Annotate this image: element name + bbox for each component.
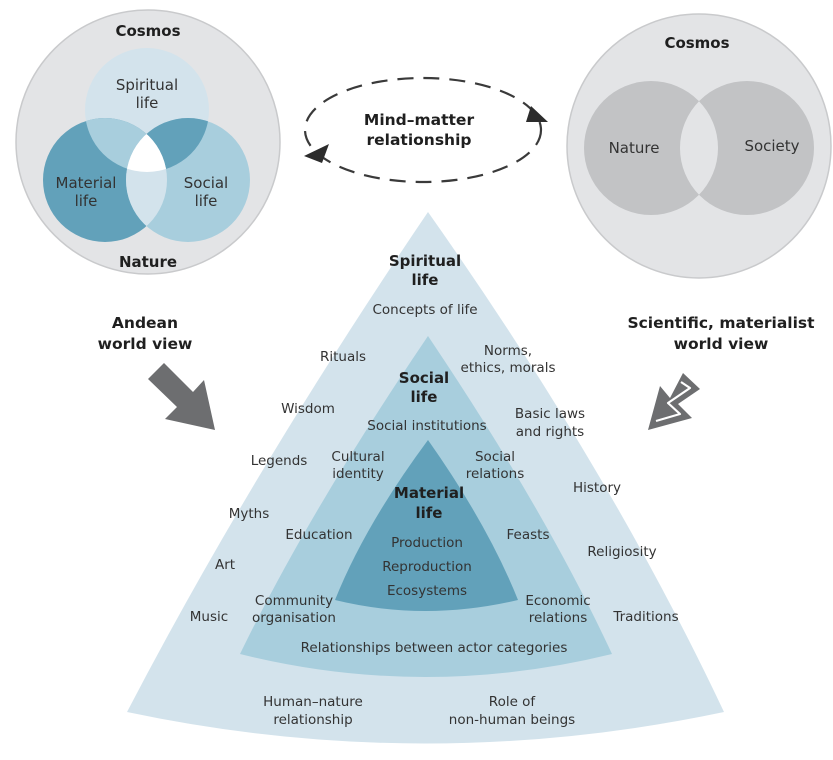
ecosystems-label: Ecosystems <box>387 583 467 599</box>
role-nonhuman-label-2: non-human beings <box>449 712 575 728</box>
legends-label: Legends <box>251 453 308 469</box>
mind-matter-dashed-ellipse <box>303 76 543 184</box>
scientific-cosmos-label: Cosmos <box>664 34 729 52</box>
feasts-label: Feasts <box>507 527 550 543</box>
scientific-society-circle <box>680 81 814 215</box>
reproduction-label: Reproduction <box>382 559 472 575</box>
right-arrowhead-icon <box>526 106 548 122</box>
andean-arrow-icon <box>148 363 215 430</box>
andean-nature-label: Nature <box>119 253 177 271</box>
andean-social-label-1: Social <box>184 174 228 192</box>
lightning-arrow-icon <box>648 373 700 430</box>
social-zone-title-1: Social <box>399 369 449 387</box>
scientific-nature-circle <box>584 81 718 215</box>
community-label-2: organisation <box>252 610 336 626</box>
history-label: History <box>573 480 621 496</box>
scientific-worldview-label-2: world view <box>674 335 769 353</box>
myths-label: Myths <box>229 506 270 522</box>
spiritual-zone-title-1: Spiritual <box>389 252 461 270</box>
material-zone-title-2: life <box>416 504 443 522</box>
scientific-nature-label: Nature <box>609 139 660 157</box>
left-arrowhead-icon <box>304 144 329 163</box>
andean-social-label-2: life <box>195 192 218 210</box>
material-life-zone <box>335 440 518 611</box>
mind-matter-cycle: Mind–matter relationship <box>303 76 548 184</box>
andean-spiritual-label-1: Spiritual <box>116 76 178 94</box>
rituals-label: Rituals <box>320 349 366 365</box>
social-relations-label-1: Social <box>475 449 515 465</box>
andean-material-label-1: Material <box>56 174 117 192</box>
economic-label-2: relations <box>529 610 587 626</box>
mind-matter-label-1: Mind–matter <box>364 111 475 129</box>
andean-material-label-2: life <box>75 192 98 210</box>
concepts-of-life-label: Concepts of life <box>372 302 477 318</box>
production-label: Production <box>391 535 463 551</box>
wisdom-label: Wisdom <box>281 401 335 417</box>
scientific-worldview-label-1: Scientific, materialist <box>627 314 815 332</box>
relationships-label: Relationships between actor categories <box>301 640 568 656</box>
mind-matter-label-2: relationship <box>366 131 471 149</box>
basic-laws-label-2: and rights <box>516 424 584 440</box>
economic-label-1: Economic <box>525 593 590 609</box>
andean-spiritual-label-2: life <box>136 94 159 112</box>
andean-worldview-label-1: Andean <box>112 314 178 332</box>
music-label: Music <box>190 609 228 625</box>
traditions-label: Traditions <box>612 609 678 625</box>
norms-label-1: Norms, <box>484 343 532 359</box>
community-label-1: Community <box>255 593 333 609</box>
art-label: Art <box>215 557 235 573</box>
cultural-identity-label-2: identity <box>332 466 384 482</box>
basic-laws-label-1: Basic laws <box>515 406 585 422</box>
andean-cosmos-label: Cosmos <box>115 22 180 40</box>
reuleaux-diagram: Spiritual life Concepts of life Rituals … <box>127 212 724 744</box>
social-institutions-label: Social institutions <box>367 418 486 434</box>
social-zone-title-2: life <box>411 388 438 406</box>
andean-worldview-label-2: world view <box>98 335 193 353</box>
human-nature-label-2: relationship <box>273 712 352 728</box>
material-zone-title-1: Material <box>394 484 464 502</box>
social-relations-label-2: relations <box>466 466 524 482</box>
role-nonhuman-label-1: Role of <box>489 694 537 710</box>
andean-worldview-circle: Cosmos Nature Spiritual life Material li… <box>15 9 281 275</box>
education-label: Education <box>285 527 352 543</box>
spiritual-zone-title-2: life <box>412 271 439 289</box>
norms-label-2: ethics, morals <box>461 360 556 376</box>
religiosity-label: Religiosity <box>587 544 656 560</box>
scientific-society-label: Society <box>744 137 799 155</box>
scientific-worldview-circle: Cosmos Nature Society <box>566 13 832 279</box>
human-nature-label-1: Human–nature <box>263 694 363 710</box>
cultural-identity-label-1: Cultural <box>331 449 384 465</box>
